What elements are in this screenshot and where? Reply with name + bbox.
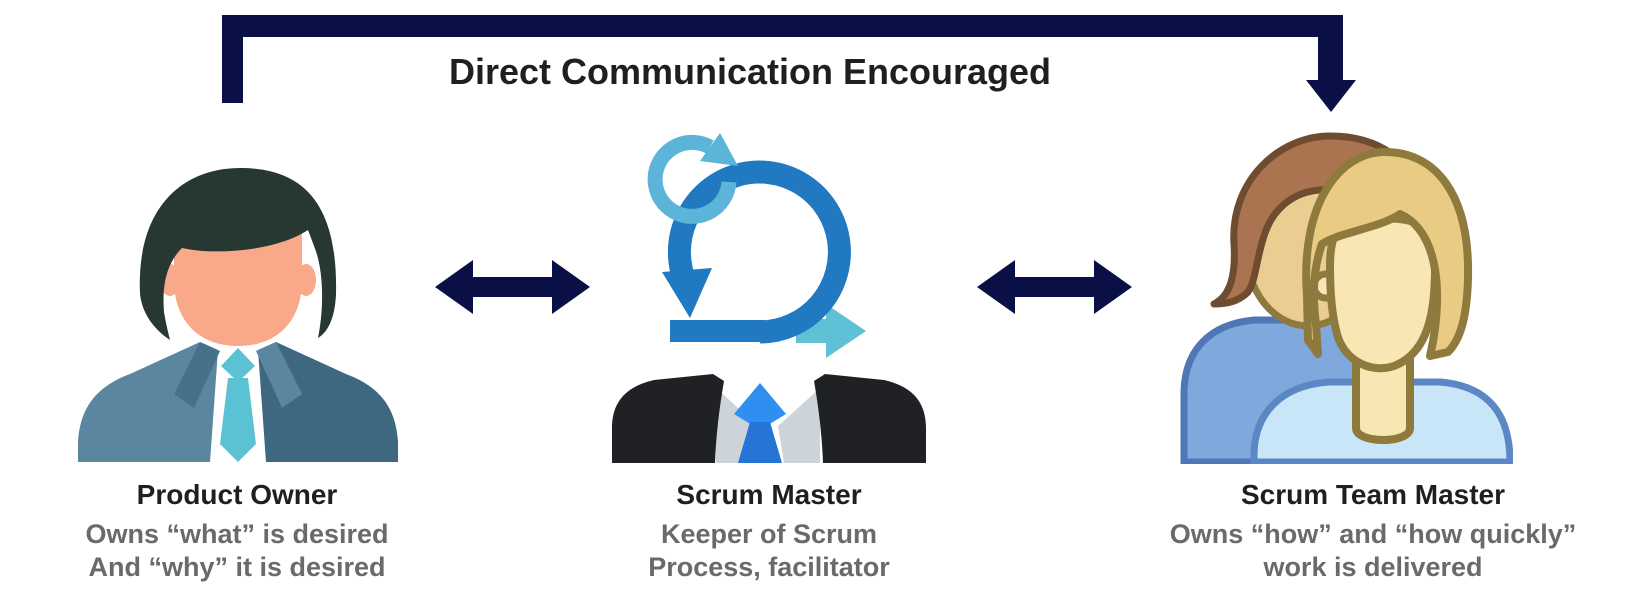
- role-description-line: And “why” it is desired: [88, 552, 386, 582]
- double-headed-arrow-left-icon: [435, 260, 590, 314]
- loop-arrowhead-down-icon: [1306, 80, 1356, 112]
- product-owner-avatar-icon: [78, 168, 398, 462]
- role-description-line: work is delivered: [1263, 552, 1483, 582]
- diagram-title: Direct Communication Encouraged: [448, 51, 1052, 92]
- loop-arrow-left-segment: [222, 15, 243, 103]
- loop-arrow-horizontal-segment: [222, 15, 1343, 37]
- role-description-line: Owns “how” and “how quickly”: [1169, 519, 1577, 549]
- scrum-master-caption: Scrum Master Keeper of Scrum Process, fa…: [549, 478, 989, 584]
- scrum-team-caption: Scrum Team Master Owns “how” and “how qu…: [1153, 478, 1593, 584]
- role-name: Product Owner: [136, 479, 338, 510]
- scrum-sprint-loop-icon: [612, 133, 926, 463]
- product-owner-caption: Product Owner Owns “what” is desired And…: [17, 478, 457, 584]
- loop-arrow-right-segment: [1318, 15, 1343, 82]
- team-avatars-icon: [1180, 132, 1513, 464]
- role-description-line: Keeper of Scrum: [660, 519, 878, 549]
- double-headed-arrow-right-icon: [977, 260, 1132, 314]
- role-description-line: Owns “what” is desired: [85, 519, 389, 549]
- role-name: Scrum Team Master: [1240, 479, 1506, 510]
- scrum-master-suit: [612, 374, 926, 463]
- role-description-line: Process, facilitator: [648, 552, 890, 582]
- role-name: Scrum Master: [676, 479, 862, 510]
